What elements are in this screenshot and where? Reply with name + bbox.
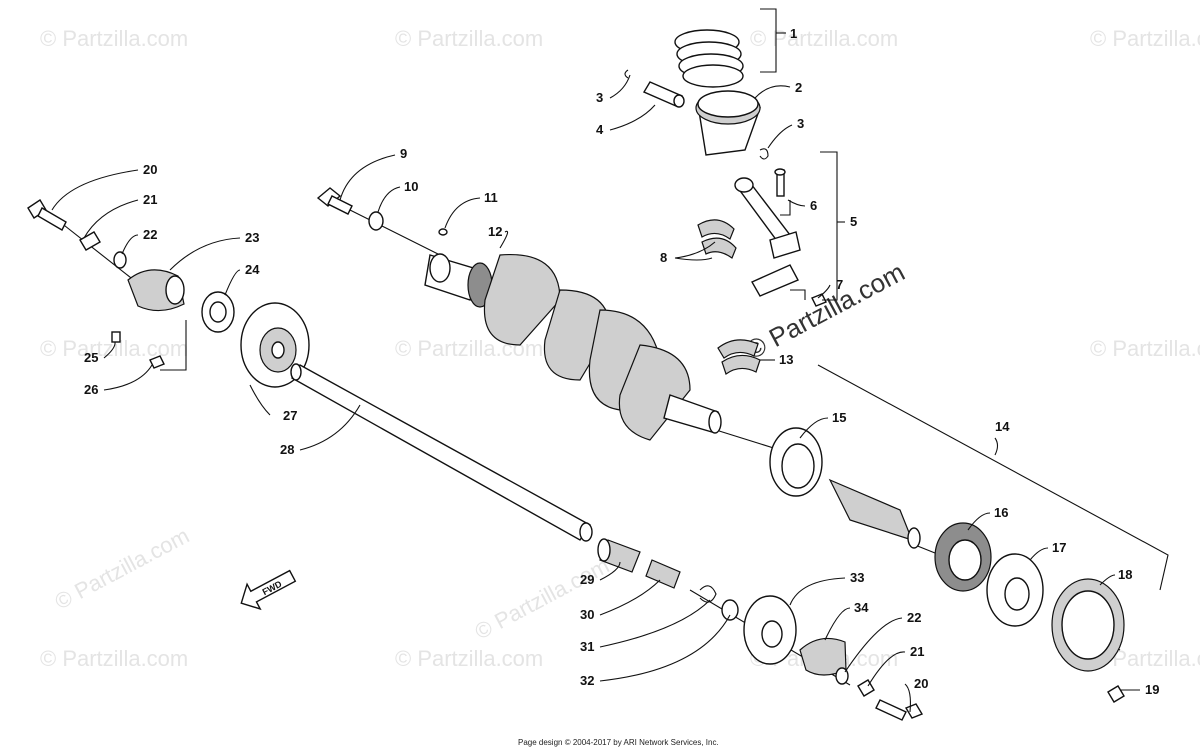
rod-bolt — [774, 168, 786, 197]
callout-27: 27 — [283, 408, 297, 423]
oil-seal-16 — [934, 522, 992, 592]
connecting-rod — [734, 177, 801, 297]
callout-5: 5 — [850, 214, 857, 229]
needle-bearing — [645, 559, 681, 589]
fwd-arrow-icon: FWD — [240, 569, 297, 611]
callout-4: 4 — [596, 122, 604, 137]
bracket-line — [160, 320, 187, 371]
ball-bearing — [201, 291, 235, 333]
watermark: © Partzilla.com — [1090, 336, 1200, 361]
main-bearing — [721, 354, 761, 375]
watermark: © Partzilla.com — [395, 646, 543, 671]
callout-17: 17 — [1052, 540, 1066, 555]
callout-3: 3 — [797, 116, 804, 131]
snap-ring — [699, 585, 717, 603]
bearing-17 — [986, 553, 1044, 627]
callout-34: 34 — [854, 600, 869, 615]
callout-24: 24 — [245, 262, 260, 277]
rod-bearings — [697, 219, 737, 259]
callout-12: 12 — [488, 224, 502, 239]
crank-bolt — [316, 187, 353, 215]
callout-30: 30 — [580, 607, 594, 622]
bolt — [875, 699, 924, 721]
callout-6: 6 — [810, 198, 817, 213]
callout-29: 29 — [580, 572, 594, 587]
watermark-center: © Partzilla.com — [741, 257, 910, 366]
circlip — [759, 148, 769, 160]
piston — [695, 90, 761, 156]
thrust-washer — [721, 599, 739, 621]
watermark: © Partzilla.com — [40, 26, 188, 51]
woodruff-key — [438, 228, 448, 236]
callout-2: 2 — [795, 80, 802, 95]
callout-8: 8 — [660, 250, 667, 265]
footer-copyright: Page design © 2004-2017 by ARI Network S… — [518, 738, 719, 747]
washer — [113, 251, 127, 269]
clip — [149, 355, 165, 369]
piston-pin — [642, 81, 685, 108]
crankshaft — [424, 253, 722, 441]
callout-9: 9 — [400, 146, 407, 161]
callout-23: 23 — [245, 230, 259, 245]
callout-19: 19 — [1145, 682, 1159, 697]
lock-tab — [857, 679, 875, 697]
watermark: © Partzilla.com — [51, 523, 194, 615]
watermark: © Partzilla.com — [750, 26, 898, 51]
bearing-housing-18 — [1051, 578, 1125, 672]
lock-tab — [79, 231, 101, 251]
brackets — [760, 8, 1169, 591]
callout-28: 28 — [280, 442, 294, 457]
drive-spline — [828, 478, 921, 549]
callout-22: 22 — [907, 610, 921, 625]
callout-3: 3 — [596, 90, 603, 105]
driven-gear — [743, 595, 797, 665]
rod-nut — [811, 293, 827, 307]
callout-21: 21 — [143, 192, 157, 207]
piston-rings — [674, 29, 744, 88]
circlip — [624, 69, 629, 79]
callout-11: 11 — [484, 190, 498, 205]
callout-16: 16 — [994, 505, 1008, 520]
housing-bolt — [1107, 685, 1125, 703]
callout-33: 33 — [850, 570, 864, 585]
callout-1: 1 — [790, 26, 797, 41]
left-bolt — [27, 199, 67, 231]
coupling-hub — [127, 269, 185, 312]
callout-15: 15 — [832, 410, 846, 425]
callout-26: 26 — [84, 382, 98, 397]
piston-group — [624, 29, 827, 307]
callout-31: 31 — [580, 639, 594, 654]
watermark: © Partzilla.com — [1090, 26, 1200, 51]
watermark: © Partzilla.com — [40, 646, 188, 671]
seal-15 — [769, 427, 823, 497]
watermark: © Partzilla.com — [471, 553, 614, 645]
callout-13: 13 — [779, 352, 793, 367]
leader-lines — [51, 32, 1140, 713]
callout-14: 14 — [995, 419, 1010, 434]
main-bearing — [717, 339, 759, 359]
callout-22: 22 — [143, 227, 157, 242]
callout-32: 32 — [580, 673, 594, 688]
crank-washer — [368, 211, 384, 231]
callout-7: 7 — [836, 277, 843, 292]
callout-20: 20 — [143, 162, 157, 177]
callout-20: 20 — [914, 676, 928, 691]
watermark: © Partzilla.com — [395, 26, 543, 51]
callout-labels: 1 2 3 3 4 5 6 7 8 9 10 11 12 13 14 15 16… — [84, 26, 1159, 697]
callout-18: 18 — [1118, 567, 1132, 582]
pin — [111, 331, 121, 343]
sleeve — [597, 538, 641, 573]
callout-10: 10 — [404, 179, 418, 194]
callout-25: 25 — [84, 350, 98, 365]
output-shaft — [290, 363, 593, 542]
callout-21: 21 — [910, 644, 924, 659]
